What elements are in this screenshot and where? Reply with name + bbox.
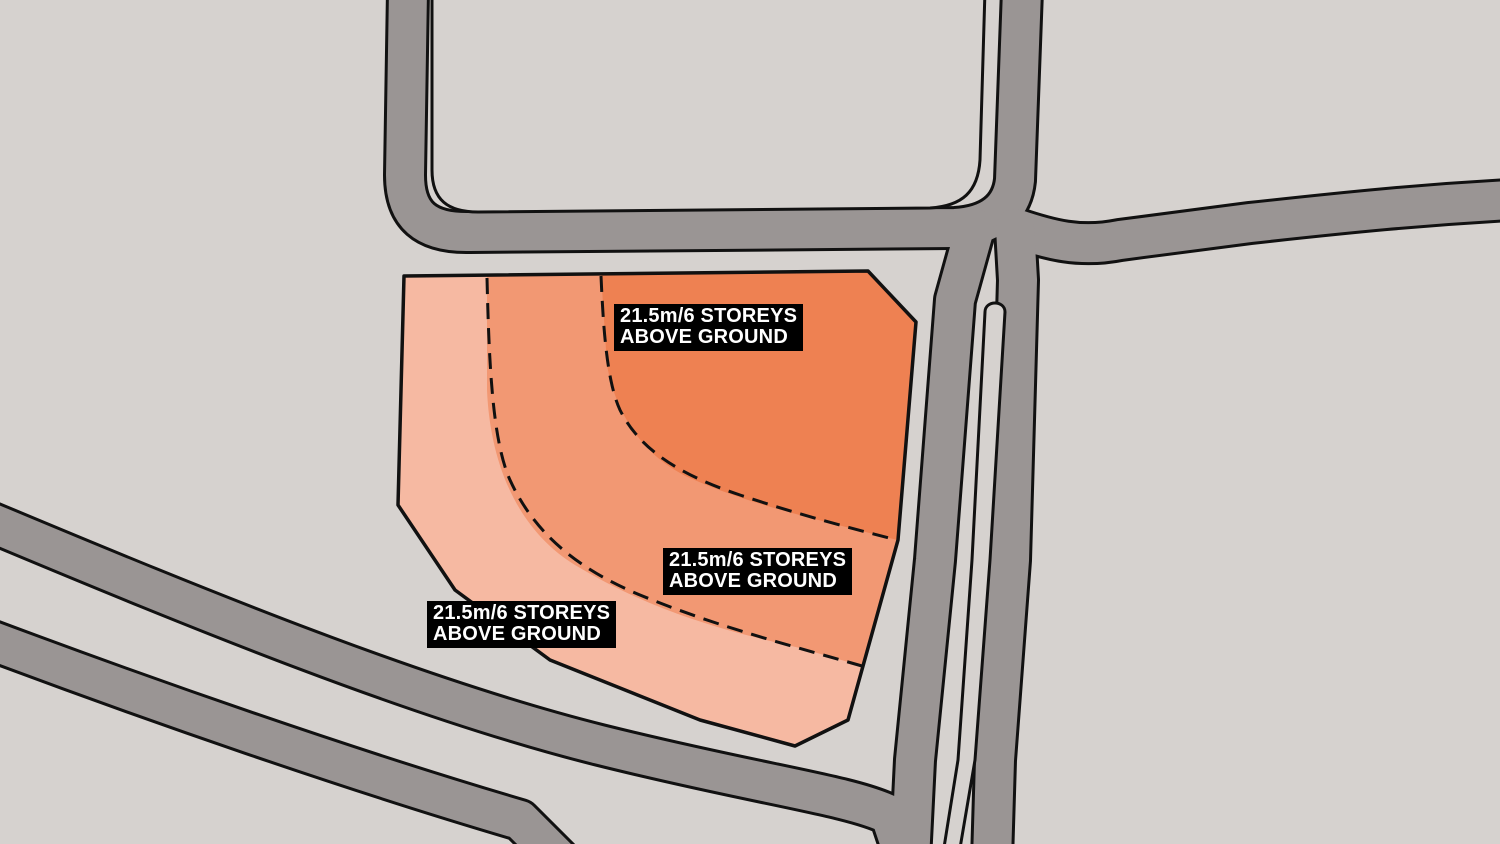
height-label-line2: ABOVE GROUND: [620, 326, 788, 348]
site-outline: [396, 269, 918, 748]
height-label-inner-zone: 21.5m/6 STOREYS ABOVE GROUND: [614, 304, 804, 351]
boundary-inner-dashed: [599, 275, 898, 542]
height-label-line2: ABOVE GROUND: [433, 623, 601, 645]
block-north: [430, 0, 987, 214]
height-label-line1: 21.5m/6 STOREYS: [620, 305, 798, 327]
median-island: [943, 301, 1007, 844]
height-label-line2: ABOVE GROUND: [669, 570, 837, 592]
height-label-middle-zone: 21.5m/6 STOREYS ABOVE GROUND: [663, 548, 853, 595]
height-label-line1: 21.5m/6 STOREYS: [433, 602, 611, 624]
boundary-middle-dashed: [485, 277, 863, 668]
height-label-outer-zone: 21.5m/6 STOREYS ABOVE GROUND: [427, 601, 617, 648]
height-label-line1: 21.5m/6 STOREYS: [669, 549, 847, 571]
